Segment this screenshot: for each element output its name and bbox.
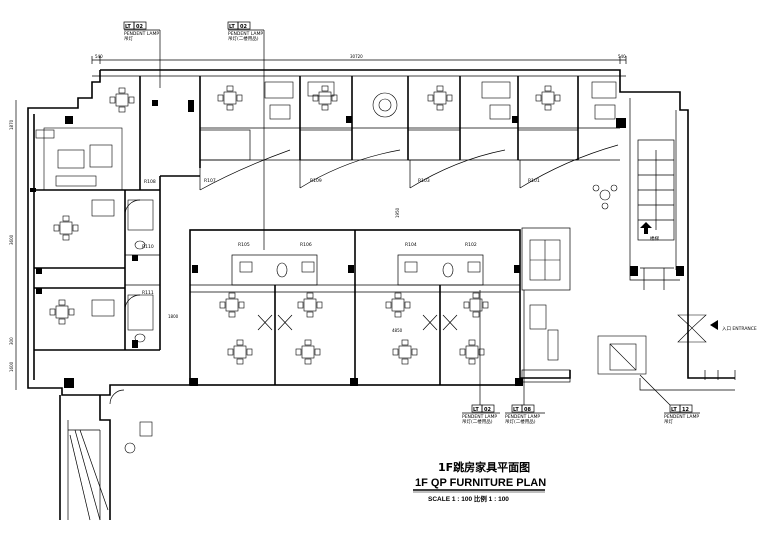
room-label: R110 [142,244,154,250]
svg-text:PENDENT LAMP: PENDENT LAMP [462,414,497,420]
svg-text:PENDENT LAMP: PENDENT LAMP [124,31,159,37]
room-label: R101 [528,178,540,184]
dim-stair: 1950 [395,207,400,218]
service-block: 入口 ENTRANCE [521,227,757,383]
svg-text:LT: LT [229,24,235,30]
dim-top-total: 30720 [350,54,363,59]
dim-left-2: 3600 [9,234,14,245]
room-label: R104 [405,242,417,248]
title-block: 1F跳房家具平面图 1F QP FURNITURE PLAN SCALE 1 :… [413,460,546,503]
dim-top-right: 540 [618,54,626,59]
lounge [30,127,123,192]
stair-label: 楼梯 [650,235,659,242]
dim-top-left: 540 [95,54,103,59]
outer-walls [27,69,736,396]
svg-text:LT: LT [125,24,131,30]
dim-left-1: 1870 [9,119,14,130]
dim-mid: 4850 [392,328,403,333]
title-chinese: 1F跳房家具平面图 [438,460,530,474]
dim-corridor: 1800 [168,314,179,319]
lamp-tag: LT 02 PENDENT LAMP 吊灯 [123,21,161,88]
lamp-tag: LT 08 PENDENT LAMP 吊灯(二楼用品) [505,290,545,425]
top-rooms [65,76,626,191]
left-rooms [34,176,161,388]
room-label: R111 [142,290,154,296]
title-english: 1F QP FURNITURE PLAN [415,477,546,489]
room-labels: R108 R109 R103 R101 R107 R110 R111 R104 … [142,178,540,296]
svg-text:PENDENT LAMP: PENDENT LAMP [505,414,540,420]
svg-text:08: 08 [524,407,531,413]
dim-left-3: 300 [9,337,14,345]
svg-text:LT: LT [671,407,677,413]
svg-text:PENDENT LAMP: PENDENT LAMP [664,414,699,420]
dining-sets [49,81,618,365]
room-label: R105 [238,242,250,248]
title-scale: SCALE 1 : 100 比例 1 : 100 [428,494,509,503]
lamp-tag: LT 02 PENDENT LAMP 吊灯(二楼用品) [227,21,265,250]
lamp-tag: LT 02 PENDENT LAMP 吊灯(二楼用品) [462,290,500,425]
svg-text:02: 02 [484,407,491,413]
room-label: R108 [144,179,156,185]
center-block [189,229,523,386]
dimension-lines: 540 30720 540 1870 3600 300 1600 1800 48… [9,54,627,390]
room-label: R106 [300,242,312,248]
room-label: R109 [310,178,322,184]
entrance-label: 入口 ENTRANCE [722,326,757,332]
svg-text:吊灯(二楼用品): 吊灯(二楼用品) [462,418,493,425]
room-label: R107 [204,178,216,184]
dim-left-4: 1600 [9,361,14,372]
svg-text:吊灯(二楼用品): 吊灯(二楼用品) [228,35,259,42]
svg-text:吊灯: 吊灯 [664,418,673,425]
svg-text:02: 02 [240,24,247,30]
room-label: R103 [418,178,430,184]
stair-area: 楼梯 [630,139,684,290]
svg-text:PENDENT LAMP: PENDENT LAMP [228,31,263,37]
room-label: R102 [465,242,477,248]
svg-text:LT: LT [473,407,479,413]
svg-text:02: 02 [136,24,143,30]
svg-text:LT: LT [513,407,519,413]
lamp-tag: LT 12 PENDENT LAMP 吊灯 [639,374,700,425]
bottom-entry [59,389,153,521]
svg-text:12: 12 [682,407,689,413]
svg-text:吊灯: 吊灯 [124,35,133,42]
svg-text:吊灯(二楼用品): 吊灯(二楼用品) [505,418,536,425]
